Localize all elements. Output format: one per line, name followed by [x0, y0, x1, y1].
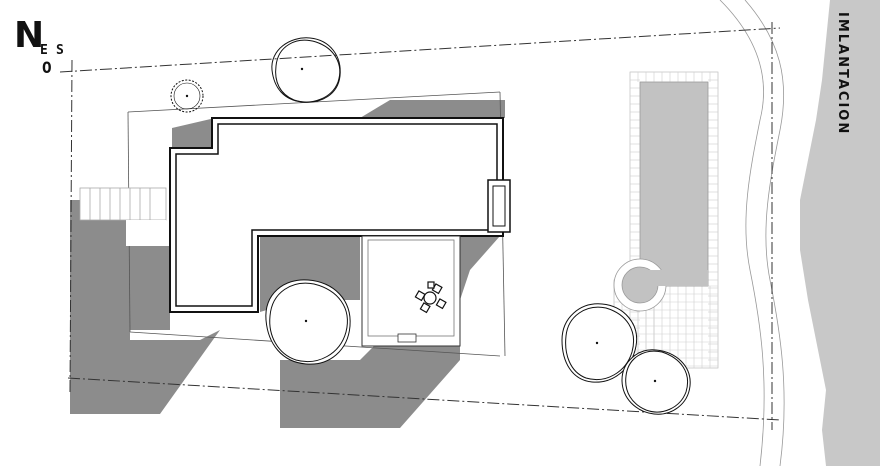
compass-south: S	[56, 43, 64, 58]
building-footprint	[169, 117, 511, 313]
palm-icon	[170, 79, 204, 113]
terrace	[361, 235, 461, 347]
plan-title: IMLANTACION	[835, 12, 862, 172]
compass-rose: N E S O	[10, 18, 70, 80]
compass-north: N	[14, 15, 45, 56]
tree-icon	[271, 37, 341, 103]
tree-icon	[265, 279, 351, 365]
tree-icon	[561, 303, 638, 383]
road-edge-line-2	[744, 0, 785, 467]
entry-steps	[79, 187, 167, 246]
compass-west: O	[42, 58, 52, 77]
plan-title-text: IMLANTACION	[835, 12, 850, 136]
road-strip	[800, 0, 880, 466]
table-set-icon	[414, 281, 447, 314]
tree-icon	[621, 349, 691, 415]
pool	[613, 81, 709, 312]
road-edge-line-1	[719, 0, 765, 467]
compass-east: E	[40, 43, 48, 58]
plot-boundary	[59, 22, 781, 430]
